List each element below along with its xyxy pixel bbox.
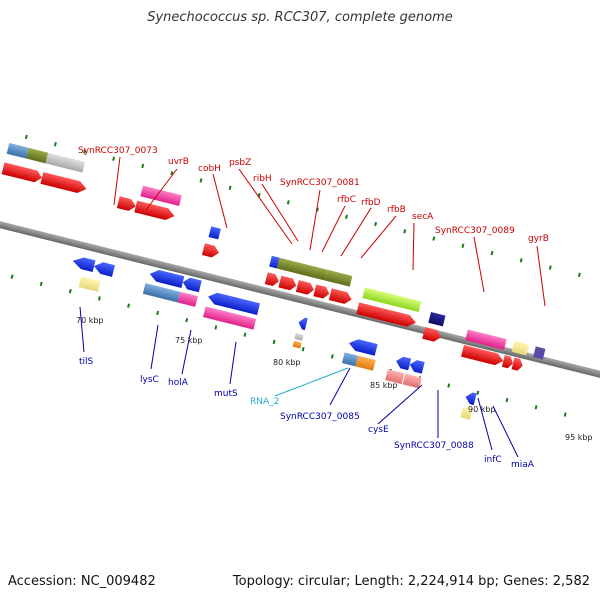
gene-feature-purple <box>533 346 546 360</box>
gene-arrow <box>511 357 523 371</box>
scale-label: 90 kbp <box>468 405 496 414</box>
gene-label[interactable]: ribH <box>253 174 272 184</box>
lower-tick-row <box>10 274 567 417</box>
upper-tick-row <box>24 134 581 278</box>
gene-label[interactable]: cobH <box>198 164 221 174</box>
gene-feature-steelblue <box>142 283 181 303</box>
gene-feature-yellow <box>511 341 529 356</box>
gene-arrow <box>134 200 175 221</box>
gene-arrow <box>501 355 513 369</box>
gene-feature-olive <box>26 147 49 164</box>
gene-label[interactable]: RNA_2 <box>250 397 279 407</box>
scale-label: 85 kbp <box>370 381 398 390</box>
gene-arrow <box>313 284 330 299</box>
gene-feature-grey <box>294 332 304 341</box>
gene-label[interactable]: cysE <box>368 425 389 435</box>
gene-feature-orange <box>355 355 376 371</box>
scale-label: 95 kbp <box>565 433 593 442</box>
gene-arrow <box>328 288 352 304</box>
gene-label[interactable]: SynRCC307_0073 <box>78 146 158 156</box>
gene-arrow <box>461 345 504 366</box>
gene-feature-yellow <box>78 276 101 292</box>
gene-feature-olive <box>325 269 353 287</box>
gene-feature-pink <box>177 291 198 307</box>
gene-feature-navy <box>428 312 446 327</box>
gene-arrow <box>201 243 219 258</box>
gene-feature-pink <box>465 329 507 350</box>
gene-arrow <box>295 280 314 295</box>
gene-label[interactable]: SynRCC307_0089 <box>435 226 515 236</box>
gene-arrow <box>465 392 477 406</box>
gene-arrow <box>116 196 136 211</box>
gene-label[interactable]: SynRCC307_0088 <box>394 441 474 451</box>
gene-feature-pink <box>202 306 257 330</box>
gene-arrow <box>94 262 115 277</box>
gene-label[interactable]: rfbB <box>387 205 406 215</box>
gene-label[interactable]: lysC <box>140 375 159 385</box>
gene-arrow <box>396 356 412 371</box>
scale-label: 70 kbp <box>76 316 104 325</box>
gene-arrow <box>264 272 279 286</box>
gene-arrow <box>422 327 442 342</box>
gene-feature-orange <box>292 340 302 349</box>
map-title: Synechococcus sp. RCC307, complete genom… <box>147 10 453 25</box>
gene-feature-blue <box>269 255 280 269</box>
gene-arrow <box>208 292 260 316</box>
upper-leader-lines <box>113 156 546 307</box>
lower-leader-lines <box>79 306 519 458</box>
gene-arrow <box>356 302 416 327</box>
gene-arrow <box>409 360 425 374</box>
gene-label[interactable]: SynRCC307_0085 <box>280 412 360 422</box>
reverse-strand-features[interactable] <box>59 249 487 420</box>
gene-label[interactable]: miaA <box>511 460 535 470</box>
gene-feature-olive <box>276 257 329 281</box>
gene-feature-salmon <box>385 369 405 385</box>
genome-backbone <box>0 213 600 391</box>
gene-feature-pink <box>140 185 182 206</box>
gene-feature-yellow <box>460 406 473 420</box>
forward-strand-features[interactable] <box>0 143 562 376</box>
gene-label[interactable]: rfbD <box>361 198 381 208</box>
gene-label[interactable]: mutS <box>214 389 238 399</box>
gene-arrow <box>278 275 297 291</box>
gene-feature-grey <box>45 152 86 173</box>
topology-text: Topology: circular; Length: 2,224,914 bp… <box>232 574 590 589</box>
upper-gene-labels: SynRCC307_0073 uvrB cobH psbZ ribH SynRC… <box>78 146 549 244</box>
gene-label[interactable]: SynRCC307_0081 <box>280 178 360 188</box>
gene-feature-steelblue <box>6 143 29 159</box>
gene-arrow <box>72 257 96 272</box>
rna-leader-line <box>274 367 349 397</box>
scale-label: 80 kbp <box>273 358 301 367</box>
accession-text: Accession: NC_009482 <box>8 574 156 589</box>
gene-arrow <box>149 270 185 288</box>
gene-label[interactable]: gyrB <box>528 234 549 244</box>
gene-feature-lime <box>362 287 422 313</box>
gene-label[interactable]: infC <box>484 455 502 465</box>
gene-arrow <box>298 317 308 331</box>
gene-feature-salmon <box>402 373 422 389</box>
gene-arrow <box>349 339 378 356</box>
gene-label[interactable]: holA <box>168 378 189 388</box>
gene-label[interactable]: psbZ <box>229 158 251 168</box>
lower-gene-labels: tilS lysC holA mutS RNA_2 SynRCC307_0085… <box>79 357 535 470</box>
gene-arrow <box>40 172 87 193</box>
gene-arrow <box>182 277 202 293</box>
gene-label[interactable]: secA <box>412 212 434 222</box>
gene-label[interactable]: uvrB <box>168 157 189 167</box>
gene-feature-steelblue <box>341 352 359 367</box>
gene-label[interactable]: rfbC <box>337 195 356 205</box>
gene-label[interactable]: tilS <box>79 357 94 367</box>
gene-arrow <box>1 162 42 183</box>
map-content <box>0 134 600 420</box>
gene-feature-blue <box>208 226 221 240</box>
